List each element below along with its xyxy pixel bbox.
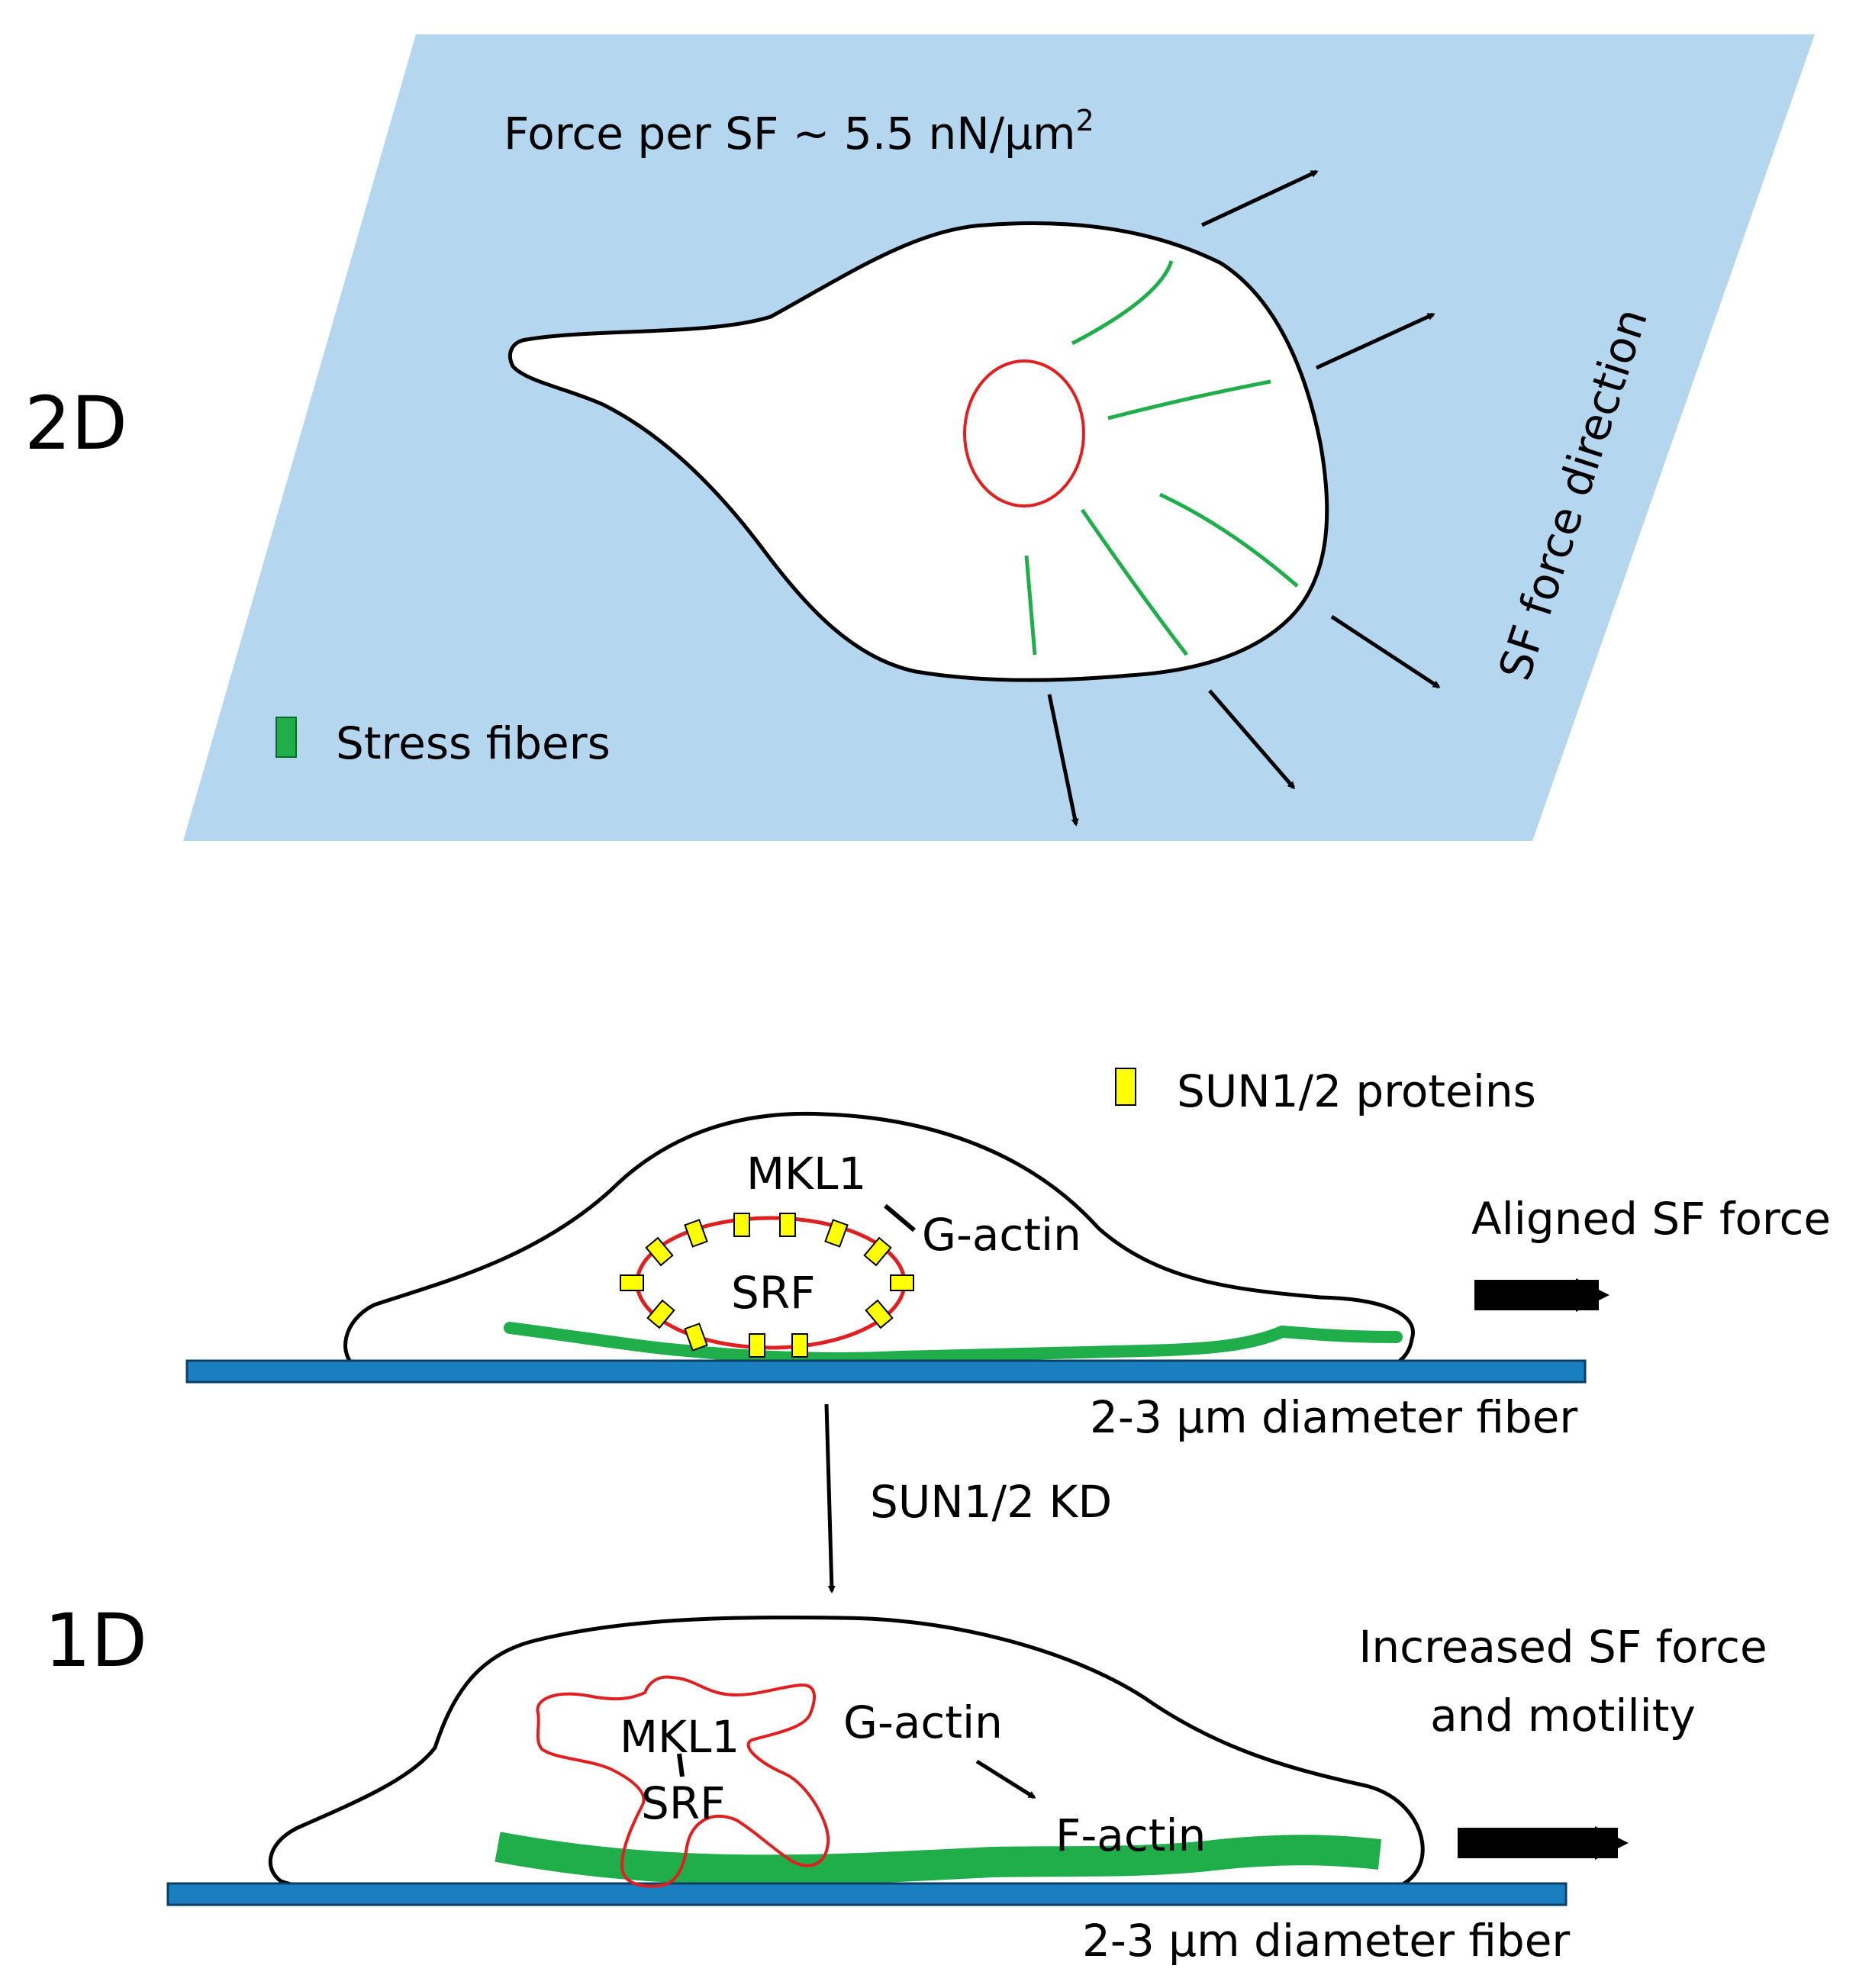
force-arrows-2d (1047, 169, 1441, 826)
panel-2d: Force per SF ~ 5.5 nN/μm2 2D SF force di… (24, 34, 1815, 841)
sun-protein (620, 1274, 644, 1291)
srf-label-top: SRF (731, 1267, 815, 1319)
aligned-force-label: Aligned SF force (1471, 1193, 1831, 1245)
force-arrow (1330, 614, 1441, 689)
fiber-bottom (166, 1882, 1568, 1906)
panel-2d-label: 2D (24, 381, 127, 466)
sun-protein (791, 1333, 808, 1358)
mkl1-srf-bond-bottom (677, 1753, 685, 1777)
panel-1d-label: 1D (44, 1598, 147, 1684)
srf-label-bottom: SRF (641, 1777, 725, 1829)
sun-protein (863, 1236, 892, 1267)
mkl1-g-actin-bond-top (884, 1203, 916, 1232)
force-arrow (1047, 694, 1079, 826)
g-actin-label-top: G-actin (922, 1209, 1081, 1261)
fiber-top (185, 1359, 1587, 1384)
sun-legend-swatch (1115, 1068, 1136, 1106)
sun-protein (684, 1219, 708, 1248)
sun-kd-label: SUN1/2 KD (870, 1476, 1112, 1528)
g-to-f-actin-arrow (975, 1759, 1036, 1800)
stress-fiber-bottom (495, 1832, 1382, 1886)
force-text: Force per SF ~ 5.5 nN/μm (504, 108, 1076, 159)
sun-legend-label: SUN1/2 proteins (1177, 1065, 1536, 1117)
stress-fiber (1080, 508, 1188, 656)
sun-protein (749, 1333, 765, 1358)
fiber-diameter-label-bottom: 2-3 μm diameter fiber (1082, 1915, 1570, 1967)
stress-fiber (1071, 260, 1174, 346)
g-actin-label-bottom: G-actin (843, 1696, 1003, 1748)
stress-fiber (1158, 492, 1299, 588)
sun-protein (865, 1299, 894, 1329)
force-arrow (1208, 689, 1295, 790)
force-superscript: 2 (1076, 104, 1094, 137)
sun-kd-arrow (824, 1403, 836, 1593)
sun-protein (646, 1299, 675, 1329)
sun-protein (779, 1213, 796, 1237)
mkl1-label-top: MKL1 (746, 1148, 866, 1200)
sun-proteins (620, 1213, 914, 1358)
increased-force-label-line1: Increased SF force (1358, 1621, 1767, 1673)
f-actin-label-bottom: F-actin (1055, 1809, 1206, 1861)
stress-fibers-2d (1024, 260, 1299, 656)
sun-protein (645, 1236, 674, 1267)
stress-fibers-legend-label: Stress fibers (336, 717, 611, 769)
sun-protein (733, 1213, 750, 1237)
sun-protein (684, 1323, 708, 1352)
sun-protein (890, 1274, 914, 1291)
top-cell-group: MKL1 G-actin SRF Aligned SF force 2-3 μm… (185, 1111, 1831, 1443)
panel-1d: 1D SUN1/2 proteins (44, 1065, 1831, 1967)
stress-fiber (1107, 379, 1271, 420)
force-per-sf-label: Force per SF ~ 5.5 nN/μm2 (504, 104, 1094, 159)
stress-fiber-top (504, 1322, 1403, 1365)
force-arrow (1315, 312, 1435, 370)
stress-fiber (1024, 555, 1037, 656)
nucleus-2d (963, 359, 1085, 507)
nucleus-bottom-deformed (536, 1675, 830, 1888)
fiber-diameter-label-top: 2-3 μm diameter fiber (1090, 1391, 1577, 1443)
bottom-cell-group: MKL1 SRF G-actin F-actin Increased SF fo… (166, 1615, 1767, 1967)
increased-force-label-line2: and motility (1430, 1690, 1696, 1742)
force-arrow (1200, 169, 1319, 227)
sun-protein (824, 1219, 849, 1248)
stress-fibers-legend-swatch (275, 717, 297, 758)
